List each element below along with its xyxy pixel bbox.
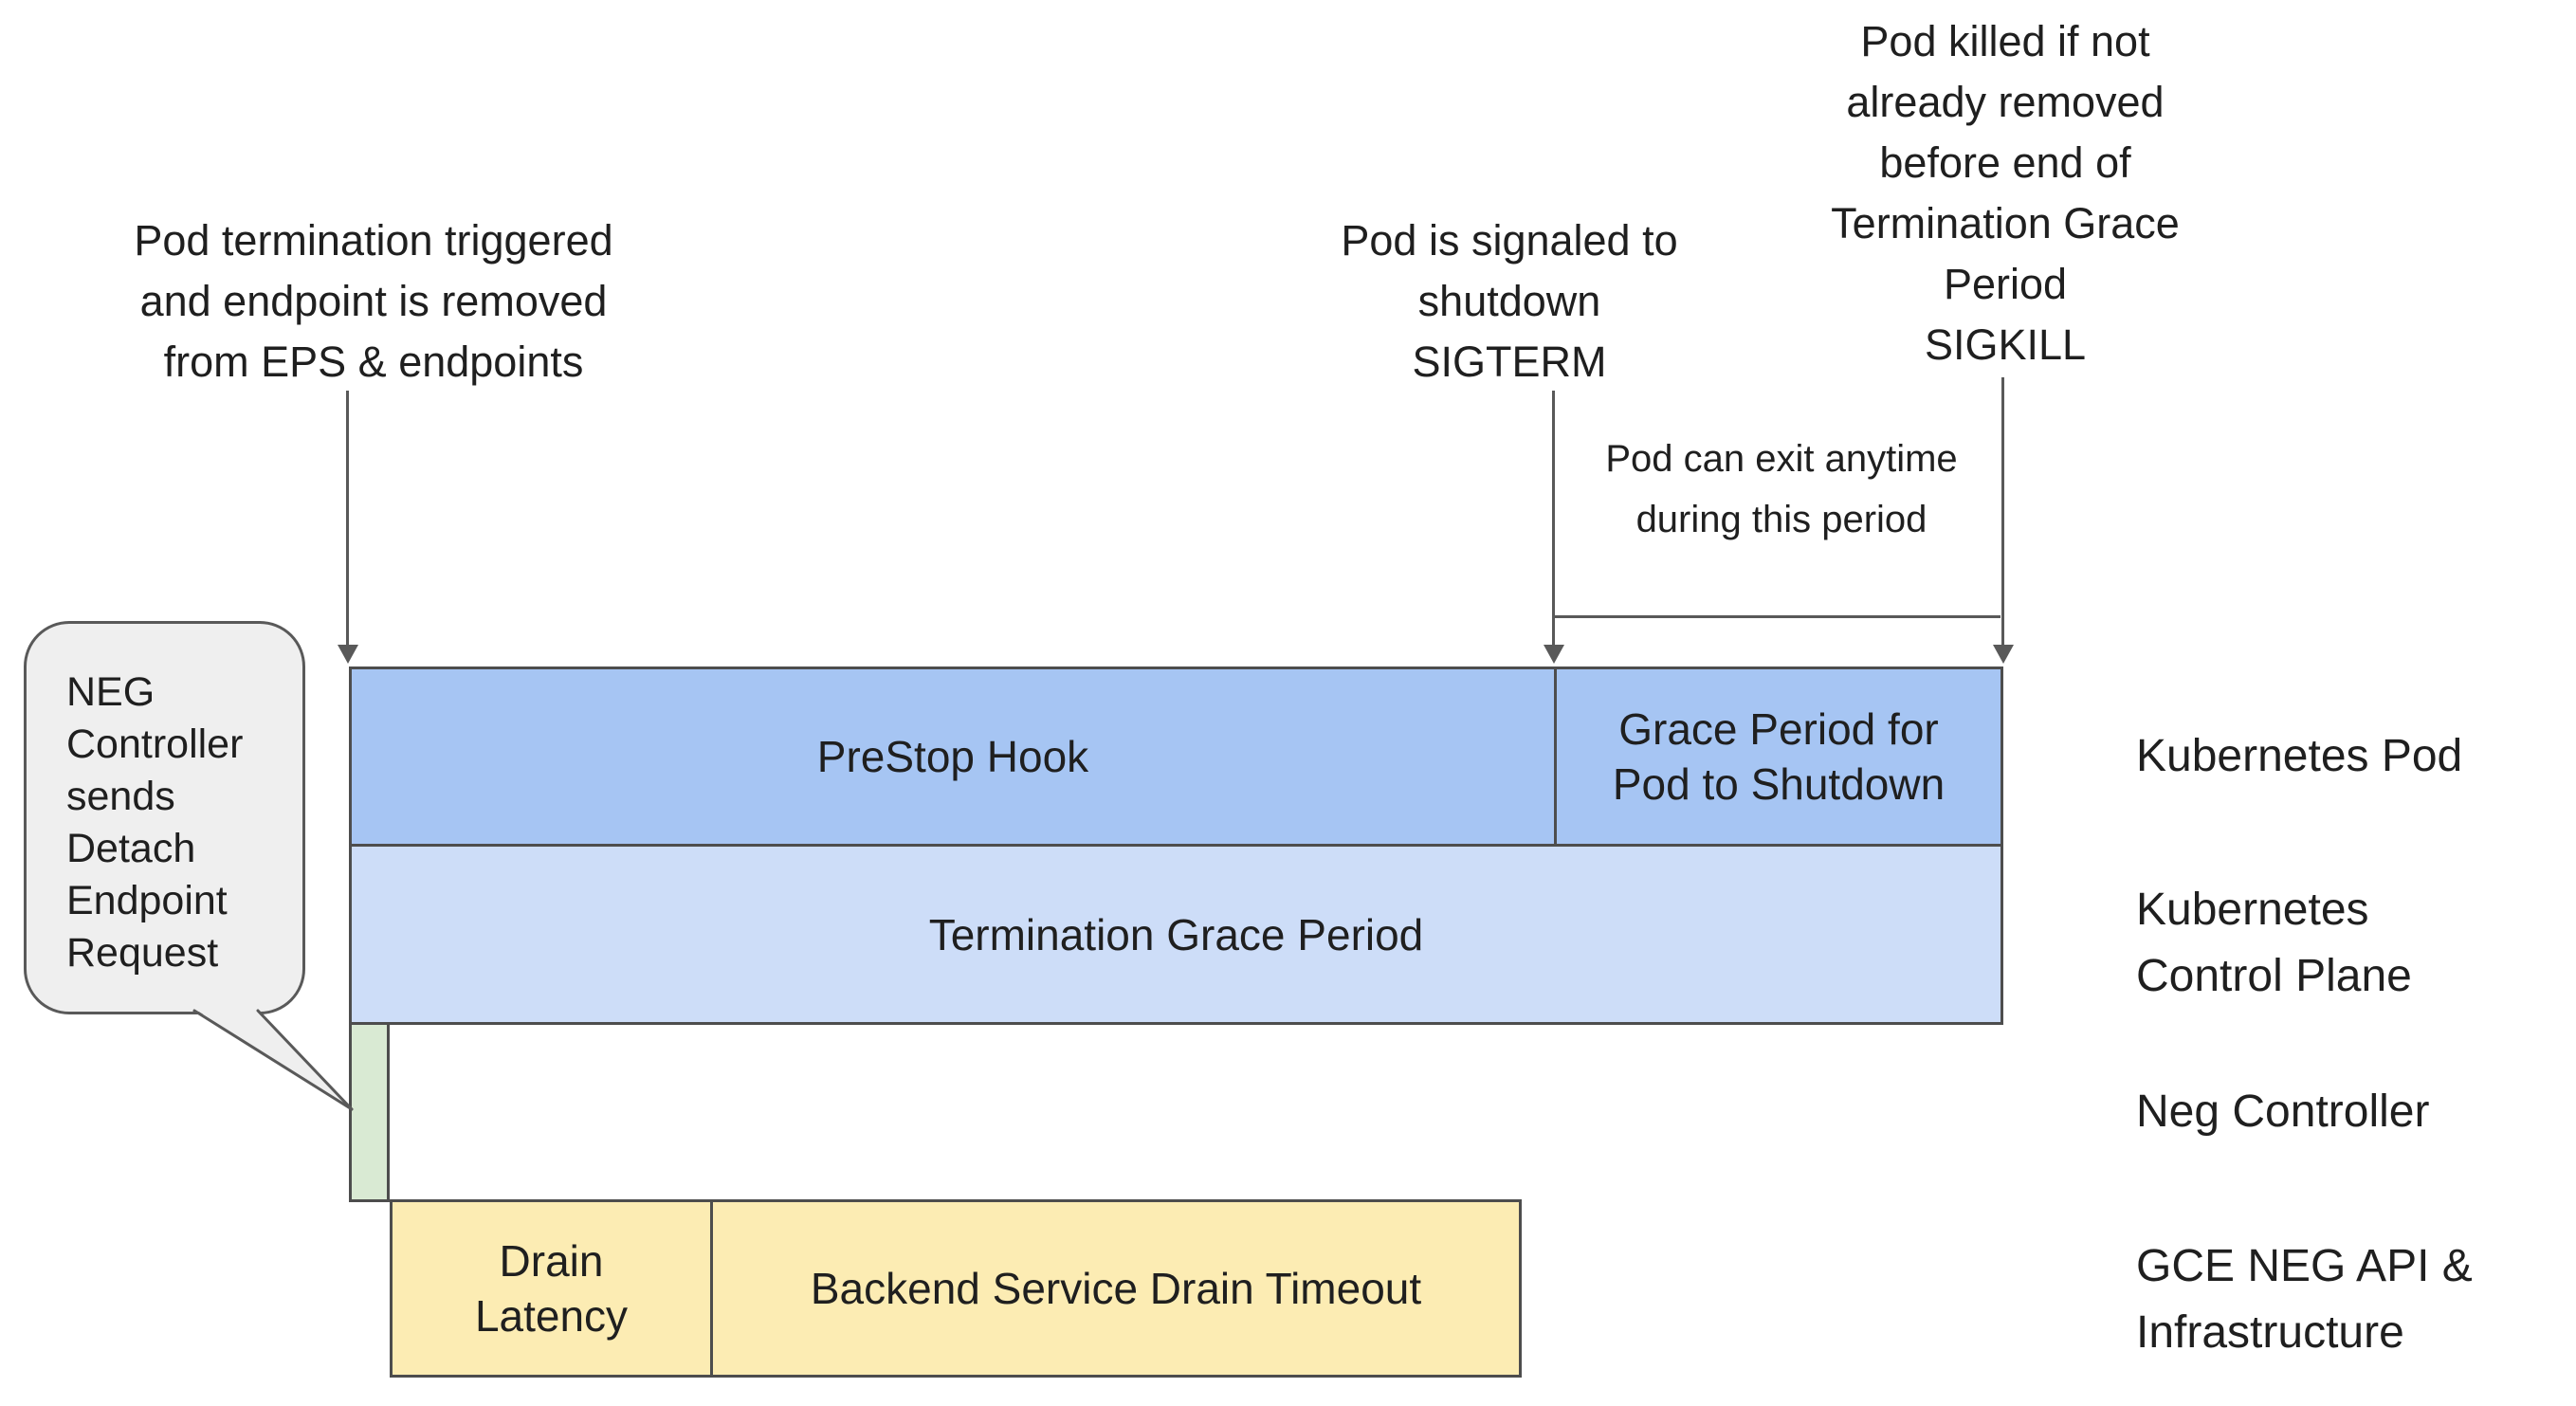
bar-grace-period: Grace Period for Pod to Shutdown xyxy=(1554,666,2003,847)
lane-label-kubernetes-pod: Kubernetes Pod xyxy=(2136,731,2463,781)
lane-label-kubernetes-control-plane: Kubernetes Control Plane xyxy=(2136,885,2412,1001)
bar-termination-grace-period-label: Termination Grace Period xyxy=(928,909,1424,959)
termination-arrowhead-icon xyxy=(338,645,358,664)
annotation-sigterm: Pod is signaled to shutdown SIGTERM xyxy=(1341,216,1678,386)
bar-termination-grace-period: Termination Grace Period xyxy=(349,844,2003,1025)
bar-prestop-hook-label: PreStop Hook xyxy=(816,732,1089,781)
lane-label-neg-controller: Neg Controller xyxy=(2136,1086,2430,1137)
bar-backend-service-drain-timeout-label: Backend Service Drain Timeout xyxy=(810,1264,1422,1313)
bar-drain-latency: Drain Latency xyxy=(390,1199,713,1378)
termination-arrow-line xyxy=(346,391,349,645)
sigterm-arrowhead-icon xyxy=(1544,645,1564,664)
annotation-pod-termination-triggered: Pod termination triggered and endpoint i… xyxy=(134,216,613,386)
speech-bubble-tail-shape xyxy=(194,1009,352,1109)
lane-label-gce-neg-api: GCE NEG API & Infrastructure xyxy=(2136,1241,2473,1358)
annotation-sigkill: Pod killed if not already removed before… xyxy=(1831,17,2180,369)
sigterm-arrow-line xyxy=(1552,391,1555,645)
sigkill-arrowhead-icon xyxy=(1993,645,2014,664)
bar-grace-period-label: Grace Period for Pod to Shutdown xyxy=(1612,704,1946,809)
bar-neg-detach-endpoint xyxy=(349,1022,390,1202)
speech-bubble: NEG Controller sends Detach Endpoint Req… xyxy=(24,621,305,1014)
sigkill-arrow-line xyxy=(2001,377,2004,645)
speech-bubble-text: NEG Controller sends Detach Endpoint Req… xyxy=(66,669,244,976)
bar-prestop-hook: PreStop Hook xyxy=(349,666,1557,847)
note-pod-can-exit: Pod can exit anytime during this period xyxy=(1605,438,1958,540)
bar-drain-latency-label: Drain Latency xyxy=(474,1236,629,1341)
bar-backend-service-drain-timeout: Backend Service Drain Timeout xyxy=(710,1199,1522,1378)
exit-period-bracket-line xyxy=(1555,615,2001,618)
